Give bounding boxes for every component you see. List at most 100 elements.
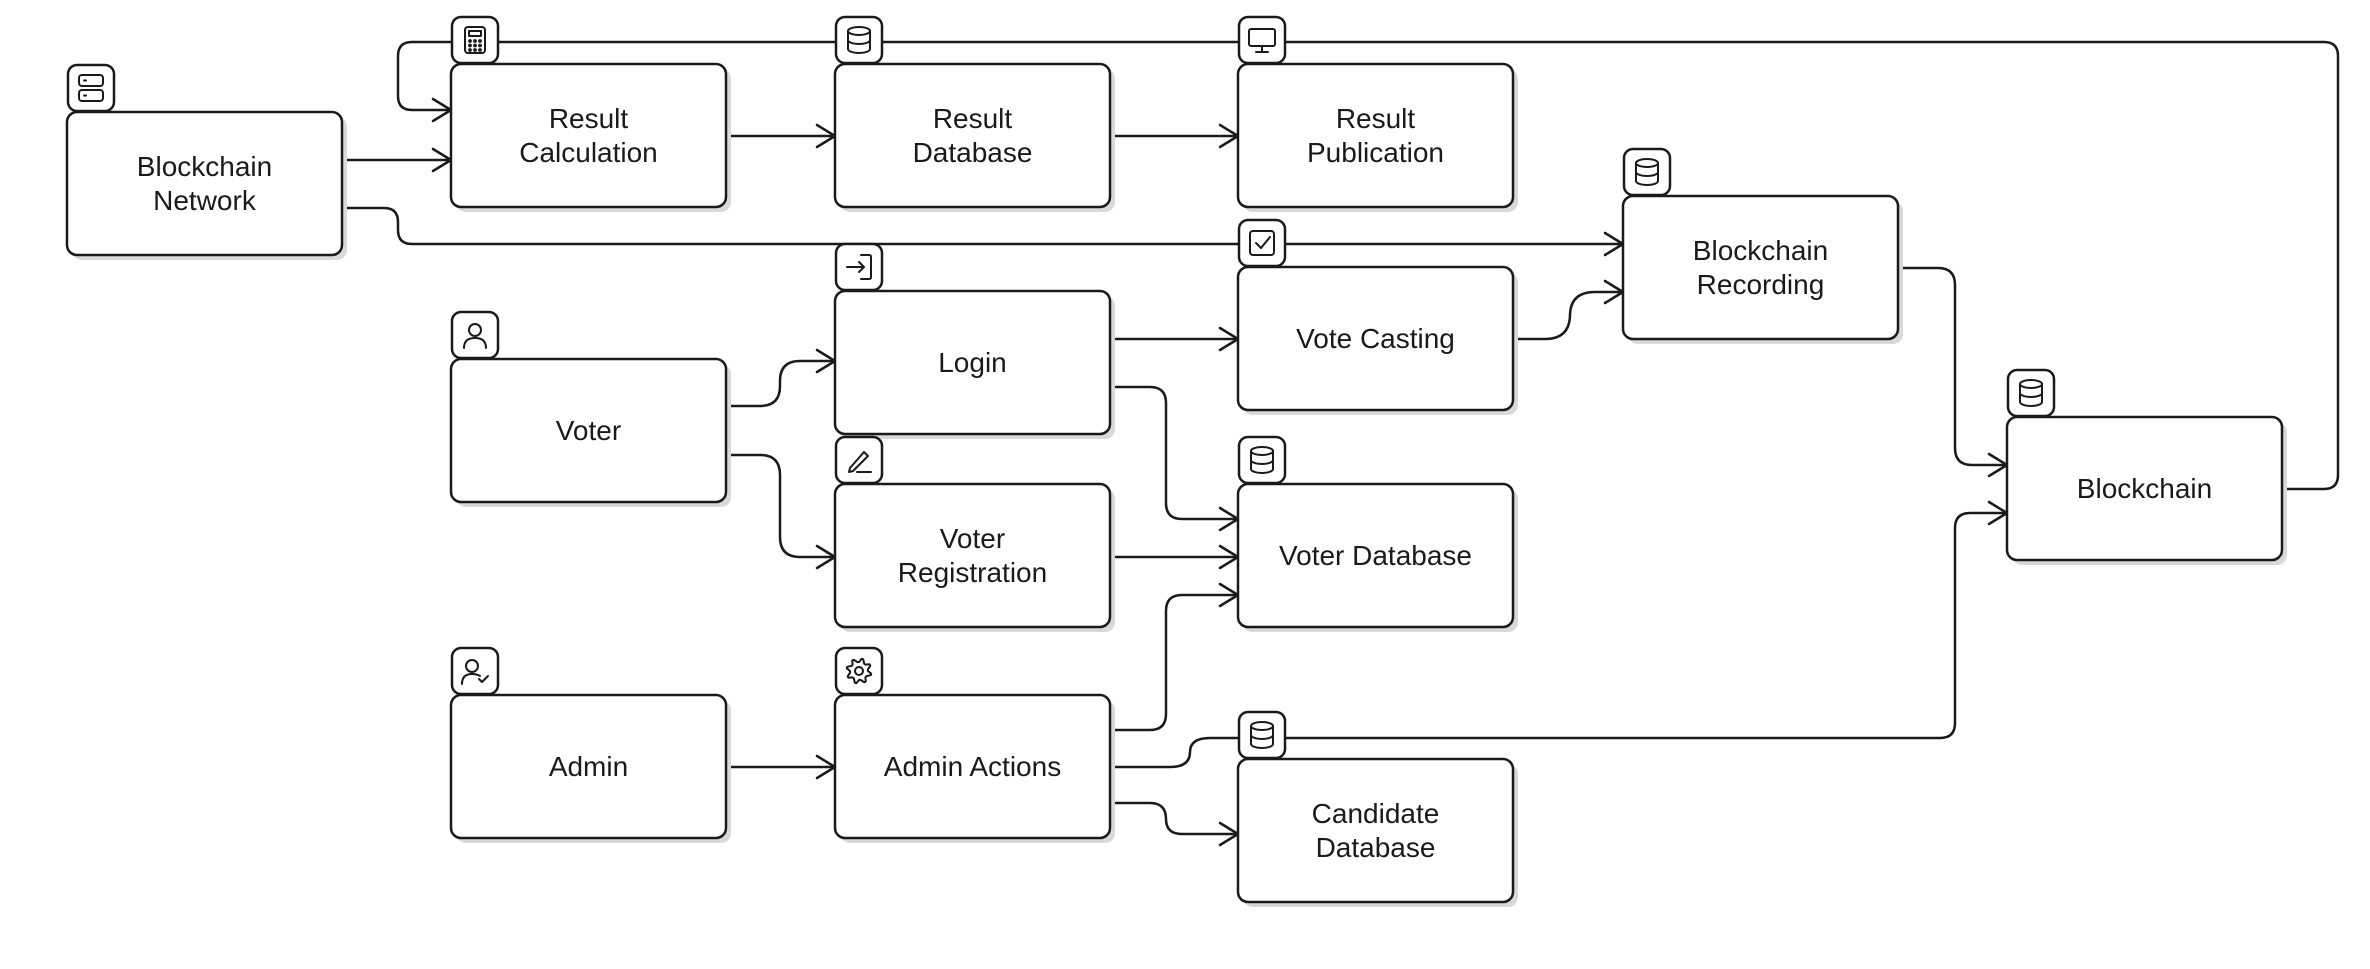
node-box[interactable] [1236,757,1515,904]
node-label: Voter [940,523,1005,554]
node-voter[interactable]: Voter [449,310,731,507]
server-icon-glyph [78,74,104,102]
edge-line [726,359,835,408]
edge-line [726,453,835,559]
node-label: Result [1336,103,1416,134]
edge-line [344,206,1623,246]
edge-login-to-vote-casting [1110,326,1240,352]
node-label: Voter [556,415,621,446]
node-label: Vote Casting [1296,323,1455,354]
node-label: Network [153,185,257,216]
node-label: Result [549,103,629,134]
edge-line [1898,266,2007,467]
database-icon [1622,147,1672,197]
node-box[interactable] [1621,194,1900,341]
node-box[interactable] [833,482,1112,629]
node-box[interactable] [65,110,344,257]
node-label: Publication [1307,137,1444,168]
checkbox-icon [1237,218,1287,268]
edge-admin-to-admin-actions [726,754,837,780]
edge-blockchain-network-to-result-calculation [344,147,453,173]
node-box[interactable] [833,289,1112,436]
node-box[interactable] [449,357,728,504]
edge-result-database-to-result-publication [1110,123,1240,149]
calculator-icon-glyph [464,26,486,54]
database-icon-glyph [1635,158,1659,186]
icon-badge [1622,147,1672,197]
edge-blockchain-network-to-blockchain-recording [344,206,1625,257]
pen-icon-glyph [848,451,872,473]
edge-voter-to-voter-registration [726,453,837,570]
edge-line [1110,385,1238,521]
node-voter-database[interactable]: Voter Database [1236,435,1518,632]
node-label: Login [938,347,1007,378]
node-label: Database [1316,832,1436,863]
node-label: Database [913,137,1033,168]
node-box[interactable] [1236,482,1515,629]
node-label: Registration [898,557,1047,588]
database-icon [2006,368,2056,418]
monitor-icon-glyph [1248,28,1276,53]
user-icon-glyph [463,323,487,349]
node-blockchain[interactable]: Blockchain [2005,368,2287,565]
user-check-icon-glyph [461,659,489,685]
node-label: Admin [549,751,628,782]
edge-voter-to-login [726,348,837,408]
calculator-icon [450,15,500,65]
login-icon-glyph [846,254,872,280]
user-icon [450,310,500,360]
node-box[interactable] [1236,265,1515,412]
edge-vote-casting-to-blockchain-recording [1513,279,1625,341]
nodes-layer: BlockchainNetworkResultCalculationResult… [65,15,2287,907]
node-label: Candidate [1312,798,1440,829]
database-icon-glyph [1250,721,1274,749]
node-box[interactable] [449,693,728,840]
node-label: Blockchain [2077,473,2212,504]
node-label: Calculation [519,137,658,168]
edge-blockchain-recording-to-blockchain [1898,266,2009,478]
edge-line [1110,511,2007,769]
node-box[interactable] [833,693,1112,840]
edge-admin-actions-to-voter-database [1110,582,1240,732]
node-admin[interactable]: Admin [449,646,731,843]
node-label: Voter Database [1279,540,1472,571]
monitor-icon [1237,15,1287,65]
edge-line [1110,801,1238,836]
gear-icon-glyph [845,657,873,685]
edge-result-calculation-to-result-database [726,123,837,149]
gear-icon [834,646,884,696]
edge-line [1110,593,1238,732]
edge-admin-actions-to-candidate-database [1110,801,1240,847]
database-icon [1237,435,1287,485]
node-box[interactable] [449,62,728,209]
node-vote-casting[interactable]: Vote Casting [1236,218,1518,415]
node-label: Recording [1697,269,1825,300]
database-icon-glyph [2019,379,2043,407]
pen-icon [834,435,884,485]
icon-badge [1237,435,1287,485]
edge-voter-registration-to-voter-database [1110,544,1240,570]
icon-badge [1237,15,1287,65]
icon-badge [66,63,116,113]
user-check-icon [450,646,500,696]
node-label: Result [933,103,1013,134]
node-box[interactable] [833,62,1112,209]
edge-line [1513,290,1623,341]
node-box[interactable] [1236,62,1515,209]
icon-badge [834,646,884,696]
icon-badge [1237,710,1287,760]
node-box[interactable] [2005,415,2284,562]
node-label: Admin Actions [884,751,1061,782]
checkbox-icon-glyph [1249,230,1275,256]
node-login[interactable]: Login [833,242,1115,439]
database-icon-glyph [1250,446,1274,474]
node-admin-actions[interactable]: Admin Actions [833,646,1115,843]
